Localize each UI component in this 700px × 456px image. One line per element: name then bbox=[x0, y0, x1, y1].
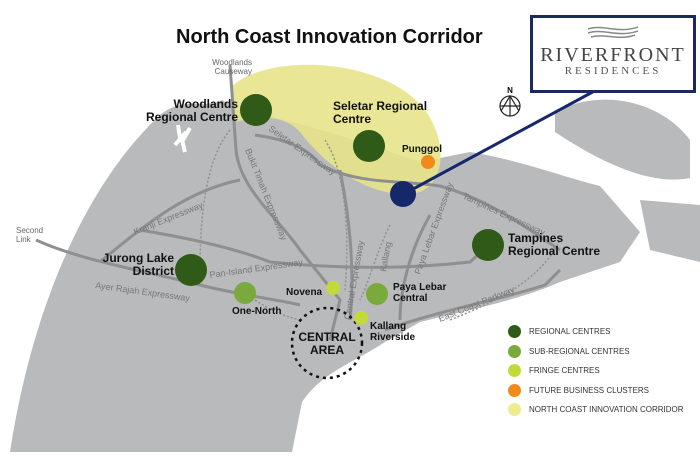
compass-icon bbox=[499, 94, 521, 117]
paya-lebar-marker[interactable] bbox=[366, 283, 388, 305]
future-dot-icon bbox=[508, 383, 521, 397]
fringe-dot-icon bbox=[508, 364, 521, 378]
jurong-marker[interactable] bbox=[175, 254, 207, 286]
riverfront-marker[interactable] bbox=[390, 181, 416, 207]
east-island-2 bbox=[640, 200, 700, 262]
logo-brand: RIVERFRONT bbox=[540, 44, 686, 66]
wave-logo-icon bbox=[587, 26, 639, 39]
corridor-dot-icon bbox=[508, 403, 521, 417]
label-seletar: Seletar Regional Centre bbox=[333, 99, 428, 126]
legend-item: FRINGE CENTRES bbox=[508, 361, 684, 381]
label-second-link: Second Link bbox=[16, 226, 44, 244]
compass-label: N bbox=[507, 86, 513, 95]
punggol-marker[interactable] bbox=[421, 155, 435, 169]
main-island bbox=[10, 100, 640, 452]
label-causeway: Woodlands Causeway bbox=[212, 58, 252, 76]
legend-label: FRINGE CENTRES bbox=[529, 366, 600, 376]
east-island bbox=[555, 99, 690, 180]
label-punggol: Punggol bbox=[402, 144, 442, 155]
legend-item: SUB-REGIONAL CENTRES bbox=[508, 342, 684, 362]
legend-item: FUTURE BUSINESS CLUSTERS bbox=[508, 381, 684, 401]
label-paya-lebar: Paya Lebar Central bbox=[393, 282, 447, 304]
map-title: North Coast Innovation Corridor bbox=[176, 26, 483, 48]
label-novena: Novena bbox=[286, 287, 323, 298]
legend-item: REGIONAL CENTRES bbox=[508, 322, 684, 342]
label-woodlands: Woodlands Regional Centre bbox=[145, 97, 238, 124]
legend: REGIONAL CENTRES SUB-REGIONAL CENTRES FR… bbox=[508, 322, 684, 420]
legend-label: REGIONAL CENTRES bbox=[529, 327, 611, 337]
label-kallang: Kallang Riverside bbox=[370, 321, 416, 343]
label-tampines: Tampines Regional Centre bbox=[508, 231, 601, 258]
riverfront-pointer bbox=[401, 86, 601, 197]
central-area-boundary bbox=[290, 306, 364, 380]
legend-label: NORTH COAST INNOVATION CORRIDOR bbox=[529, 405, 684, 415]
woodlands-marker[interactable] bbox=[240, 94, 272, 126]
kallang-marker[interactable] bbox=[354, 311, 368, 325]
north-coast-corridor bbox=[232, 64, 441, 194]
legend-item: NORTH COAST INNOVATION CORRIDOR bbox=[508, 400, 684, 420]
legend-label: SUB-REGIONAL CENTRES bbox=[529, 346, 630, 356]
label-one-north: One-North bbox=[232, 306, 282, 317]
tampines-marker[interactable] bbox=[472, 229, 504, 261]
logo-sub: RESIDENCES bbox=[564, 65, 662, 77]
label-central-area: CENTRAL AREA bbox=[298, 330, 356, 357]
sub-regional-dot-icon bbox=[508, 344, 521, 358]
mrt-lines bbox=[199, 129, 561, 321]
regional-dot-icon bbox=[508, 325, 521, 339]
one-north-marker[interactable] bbox=[234, 282, 256, 304]
legend-label: FUTURE BUSINESS CLUSTERS bbox=[529, 385, 650, 395]
reservoir bbox=[173, 124, 192, 153]
novena-marker[interactable] bbox=[326, 281, 340, 295]
label-jurong: Jurong Lake District bbox=[102, 251, 174, 278]
riverfront-logo: RIVERFRONT RESIDENCES bbox=[530, 15, 696, 93]
seletar-marker[interactable] bbox=[353, 130, 385, 162]
